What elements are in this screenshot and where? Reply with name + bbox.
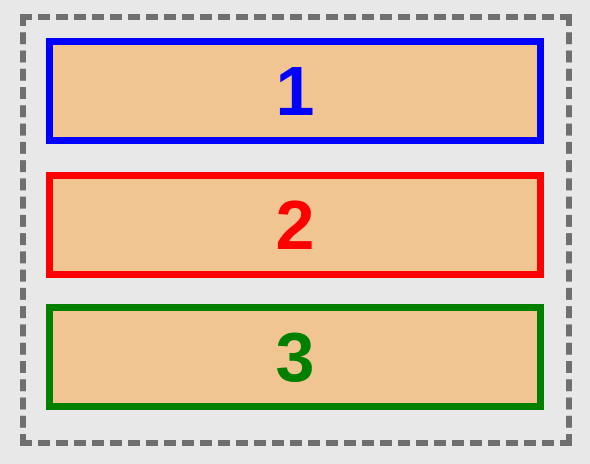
box-1: 1 <box>46 38 544 144</box>
box-3-label: 3 <box>275 318 315 396</box>
dashed-container: 1 2 3 <box>20 14 572 446</box>
box-1-label: 1 <box>275 52 315 130</box>
box-2-label: 2 <box>275 186 315 264</box>
box-3: 3 <box>46 304 544 410</box>
box-2: 2 <box>46 172 544 278</box>
